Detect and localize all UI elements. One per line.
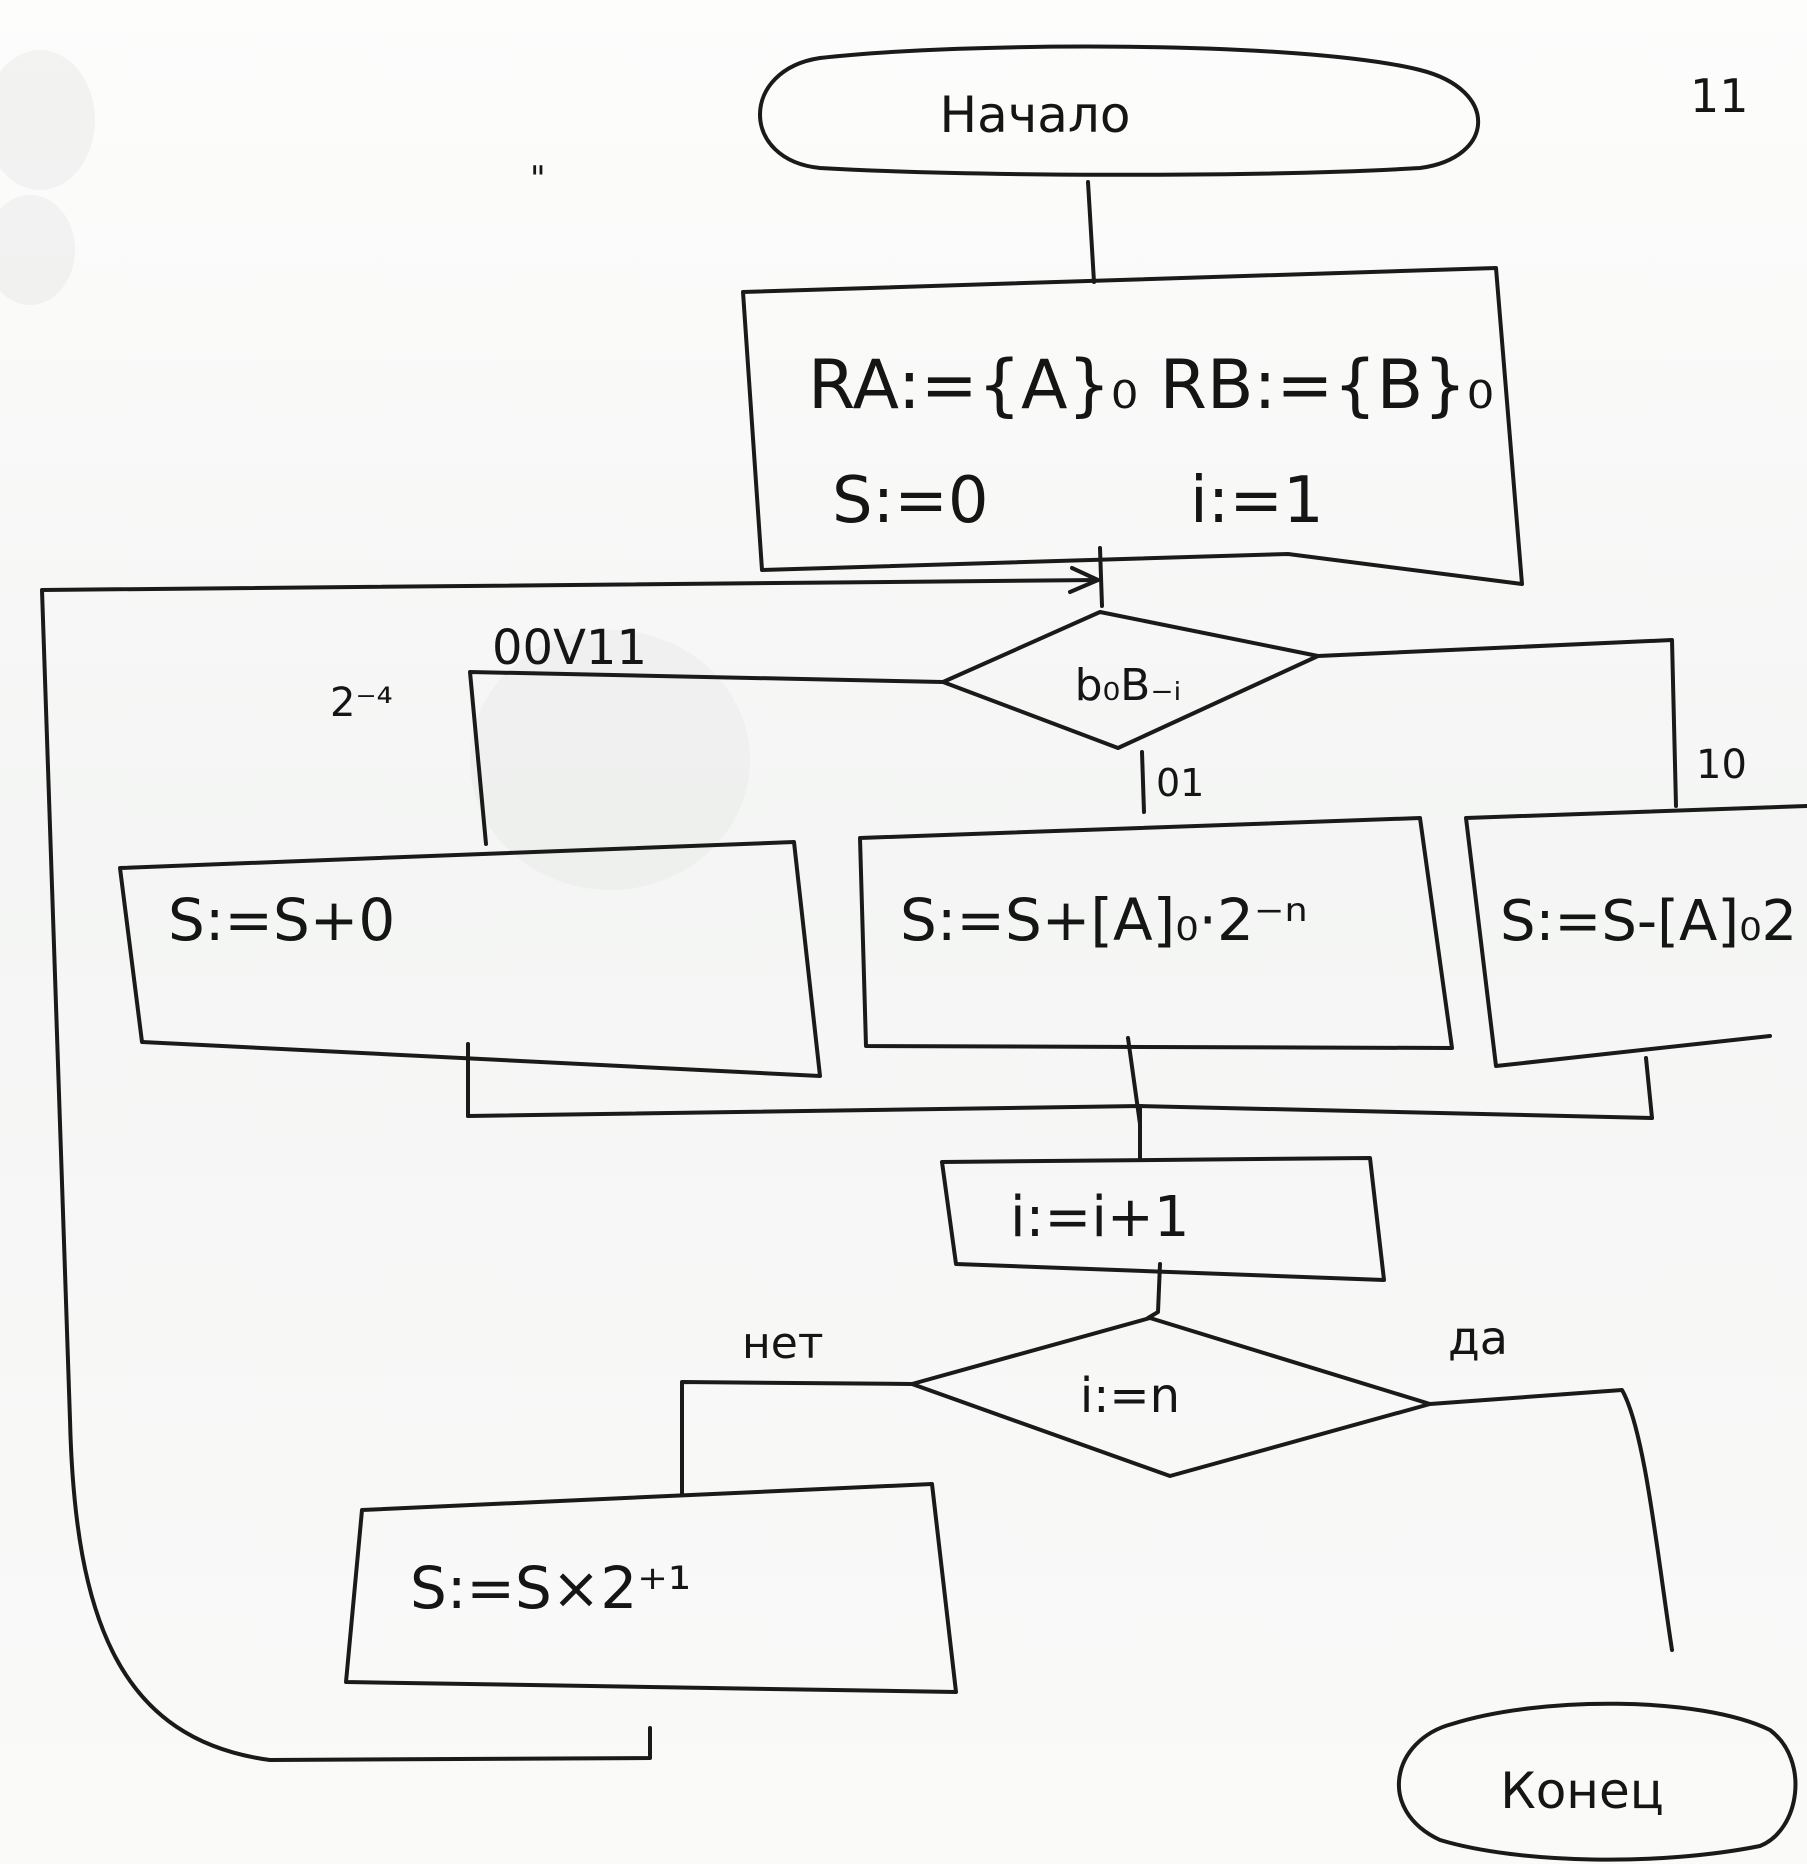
- decision1-mid-branch: [1140, 750, 1146, 814]
- erased-mark: [0, 195, 75, 305]
- merge-bar: [466, 1104, 1654, 1120]
- decision2-yes-label: да: [1448, 1311, 1508, 1365]
- shift-label: S:=S×2⁺¹: [410, 1554, 691, 1622]
- erased-mark: [0, 50, 95, 190]
- loop-back-line: [40, 578, 1100, 1762]
- margin-mark-top-left: ": [530, 159, 546, 199]
- init-line2-left: S:=0: [832, 464, 989, 538]
- decision2-no-label: нет: [742, 1318, 823, 1369]
- erased-mark: [470, 630, 750, 890]
- decision1-right-label: 10: [1696, 742, 1747, 788]
- decision1-left-branch: [468, 670, 945, 846]
- op-mid-box: [858, 816, 1454, 1050]
- init-line1: RA:={A}₀ RB:={B}₀: [808, 346, 1494, 425]
- end-terminal: [1397, 1701, 1798, 1862]
- increment-box: [940, 1156, 1386, 1282]
- margin-mark-top-right: 11: [1690, 69, 1749, 123]
- decision2-yes-branch: [1428, 1388, 1674, 1652]
- connector-op-right-down: [1644, 1056, 1654, 1120]
- loop-arrow-head-icon: [1068, 566, 1100, 594]
- start-label: Начало: [940, 86, 1131, 144]
- connector-init-decision1: [1098, 546, 1104, 608]
- decision2-no-branch: [680, 1380, 914, 1496]
- decision1-mid-label: 01: [1156, 761, 1204, 805]
- init-process-box: [741, 266, 1524, 586]
- connector-increment-decision2: [1146, 1262, 1162, 1320]
- decision1-left-label: 00V11: [492, 620, 647, 676]
- decision1-label: b₀B₋ᵢ: [1075, 660, 1182, 711]
- op-mid-label: S:=S+[A]₀·2⁻ⁿ: [900, 886, 1308, 954]
- decision1-right-branch: [1316, 638, 1678, 808]
- end-label: Конец: [1500, 1762, 1664, 1820]
- shift-box: [344, 1482, 958, 1694]
- op-left-box: [118, 840, 822, 1078]
- init-line2-right: i:=1: [1190, 464, 1324, 538]
- connector-start-init: [1086, 180, 1096, 284]
- start-terminal: [758, 44, 1481, 177]
- op-right-box: [1464, 804, 1807, 1068]
- decision2-label: i:=n: [1080, 1368, 1180, 1424]
- increment-label: i:=i+1: [1010, 1185, 1189, 1250]
- op-left-label: S:=S+0: [168, 886, 395, 954]
- op-right-label: S:=S-[A]₀2: [1500, 889, 1797, 954]
- decision1-left-note: 2⁻⁴: [330, 680, 393, 726]
